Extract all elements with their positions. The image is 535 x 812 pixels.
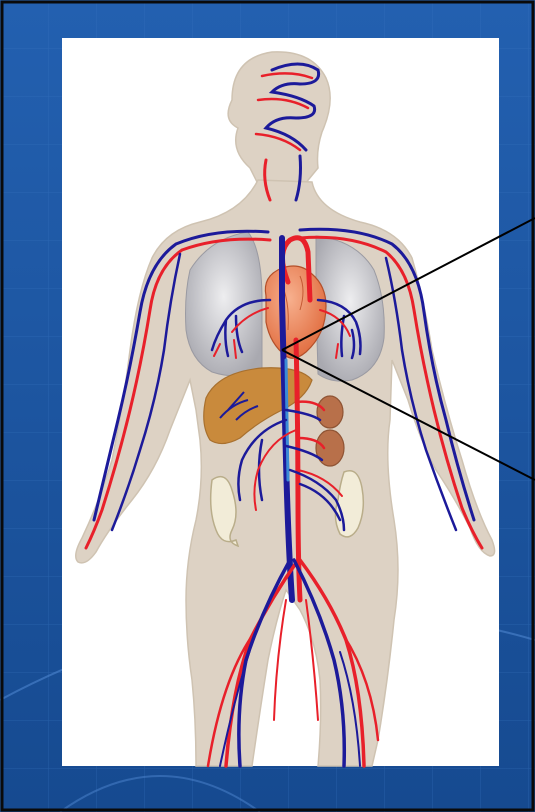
kidney-lower [316,430,344,466]
kidney-upper [317,396,343,428]
